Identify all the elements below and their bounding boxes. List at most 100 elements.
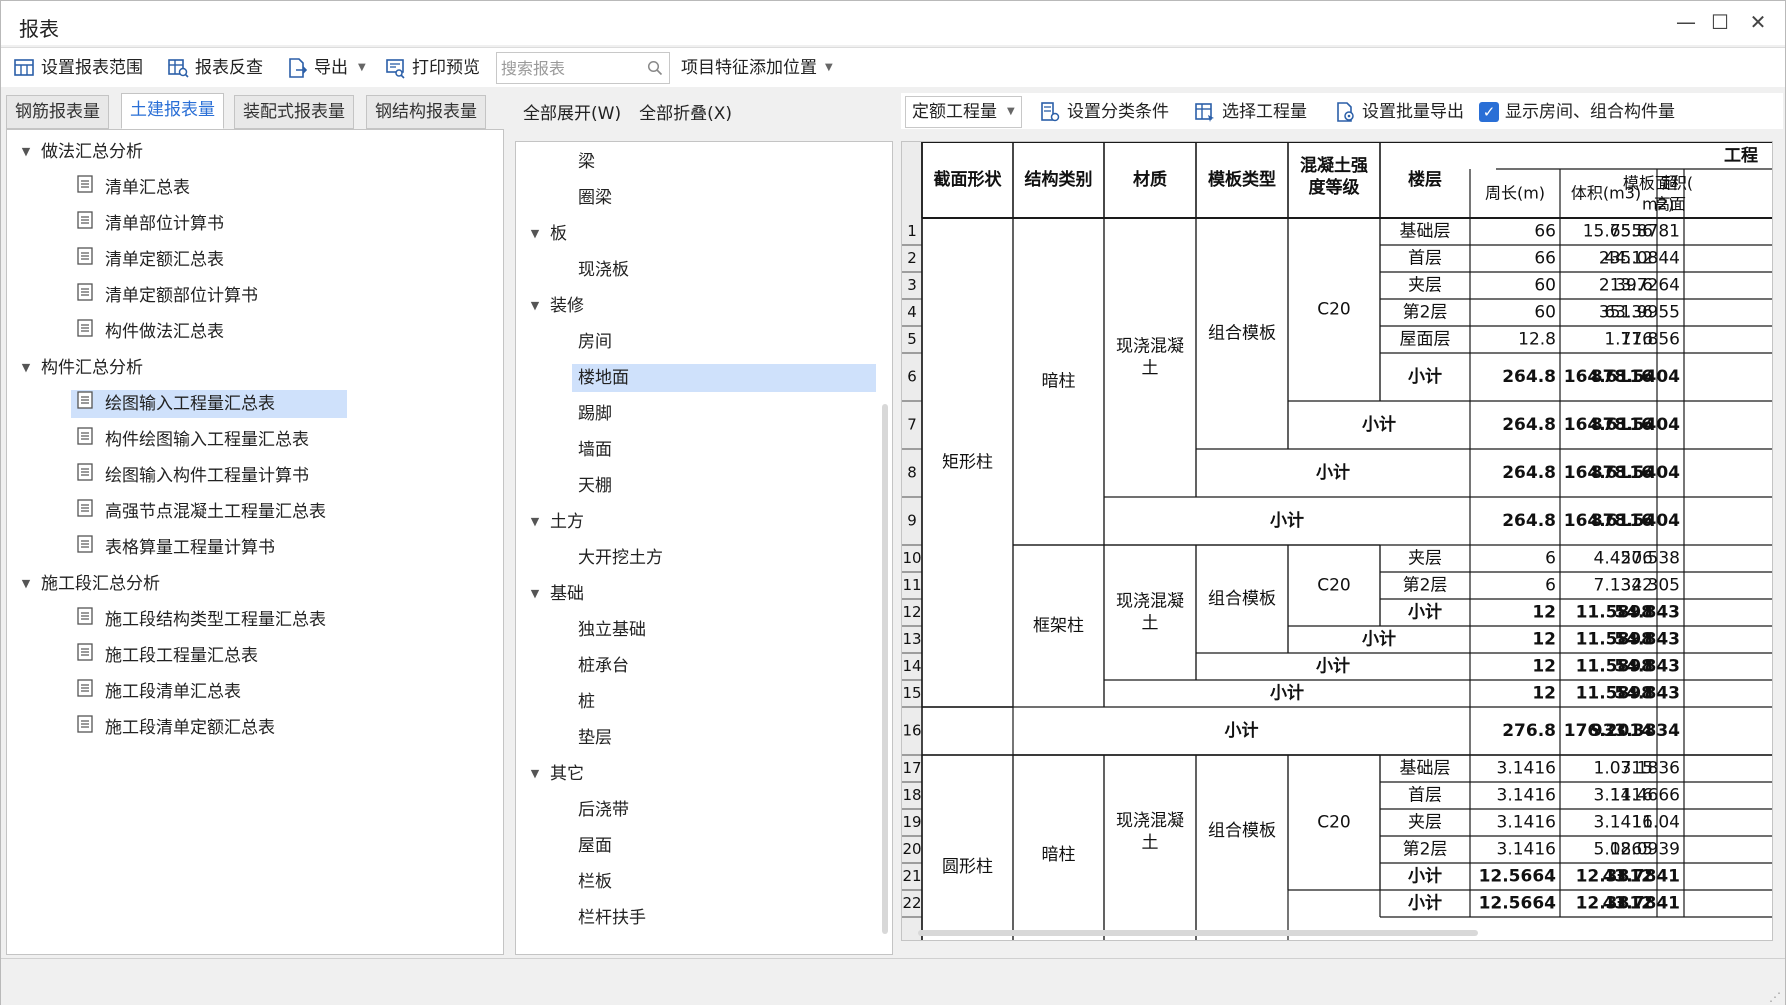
numeric-cell: 20.538 <box>1621 549 1680 569</box>
report-item[interactable]: 施工段清单汇总表 <box>71 678 247 706</box>
component-item[interactable]: 后浇带 <box>572 796 629 824</box>
component-item[interactable]: 梁 <box>572 148 595 176</box>
numeric-cell: 34.305 <box>1621 576 1680 596</box>
tree-item-label: 垫层 <box>578 728 612 748</box>
report-item[interactable]: 清单定额汇总表 <box>71 246 230 274</box>
report-item[interactable]: 施工段结构类型工程量汇总表 <box>71 606 332 634</box>
report-item[interactable]: 绘图输入构件工程量计算书 <box>71 462 315 490</box>
select-table-icon <box>1195 103 1214 122</box>
report-group[interactable]: ▼施工段汇总分析 <box>19 570 160 598</box>
report-search-box[interactable] <box>496 52 670 84</box>
print-preview-button[interactable]: 打印预览 <box>384 54 480 82</box>
expand-all-button[interactable]: 全部展开(W) <box>523 103 622 124</box>
tree-item-label: 构件做法汇总表 <box>105 322 224 342</box>
report-item[interactable]: 施工段工程量汇总表 <box>71 642 264 670</box>
collapse-arrow-icon[interactable]: ▼ <box>530 767 540 780</box>
component-item[interactable]: 栏板 <box>572 868 612 896</box>
tab-civil[interactable]: 土建报表量 <box>121 93 224 129</box>
grid-horizontal-scrollbar[interactable] <box>918 930 1478 936</box>
tab-rebar[interactable]: 钢筋报表量 <box>6 95 109 129</box>
numeric-cell: 878.5404 <box>1591 367 1680 387</box>
report-item[interactable]: 施工段清单定额汇总表 <box>71 714 281 742</box>
numeric-cell: 11.5898 <box>1576 603 1653 623</box>
component-group[interactable]: ▼板 <box>528 220 567 248</box>
middle-toolbar: 全部展开(W) 全部折叠(X) <box>515 93 893 129</box>
show-rooms-checkbox[interactable]: ✓ 显示房间、组合构件量 <box>1479 98 1675 126</box>
component-item[interactable]: 圈梁 <box>572 184 612 212</box>
collapse-arrow-icon[interactable]: ▼ <box>21 361 31 374</box>
numeric-cell: 44.12 <box>1604 249 1653 269</box>
component-item[interactable]: 垫层 <box>572 724 612 752</box>
component-item[interactable]: 天棚 <box>572 472 612 500</box>
collapse-arrow-icon[interactable]: ▼ <box>530 587 540 600</box>
component-group[interactable]: ▼装修 <box>528 292 584 320</box>
component-group[interactable]: ▼其它 <box>528 760 584 788</box>
grid-toolbar: 定额工程量 ▼ 设置分类条件 选择工程量 设置批量导出 ✓ 显示房间、组合构件量 <box>901 93 1783 129</box>
merged-cell-formwork: 组合模板 <box>1208 589 1276 609</box>
numeric-cell: 54.843 <box>1614 630 1680 650</box>
component-item[interactable]: 桩承台 <box>572 652 629 680</box>
component-item[interactable]: 墙面 <box>572 436 612 464</box>
report-item[interactable]: 清单汇总表 <box>71 174 196 202</box>
component-group[interactable]: ▼土方 <box>528 508 584 536</box>
collapse-arrow-icon[interactable]: ▼ <box>530 227 540 240</box>
minimize-icon[interactable]: — <box>1676 10 1696 34</box>
numeric-cell: 3.1416 <box>1594 786 1653 806</box>
component-item[interactable]: 栏杆扶手 <box>572 904 646 932</box>
report-group[interactable]: ▼做法汇总分析 <box>19 138 143 166</box>
component-item[interactable]: 桩 <box>572 688 595 716</box>
report-item[interactable]: 高强节点混凝土工程量汇总表 <box>71 498 332 526</box>
report-item[interactable]: 绘图输入工程量汇总表 <box>71 390 347 418</box>
component-item[interactable]: 大开挖土方 <box>572 544 663 572</box>
row-number: 4 <box>907 303 917 321</box>
component-item[interactable]: 踢脚 <box>572 400 612 428</box>
tree-item-label: 绘图输入构件工程量计算书 <box>105 466 309 486</box>
floor-cell: 第2层 <box>1403 840 1448 860</box>
checkbox-checked-icon[interactable]: ✓ <box>1479 102 1499 122</box>
column-header: 模板类型 <box>1208 169 1276 190</box>
report-item[interactable]: 构件绘图输入工程量汇总表 <box>71 426 315 454</box>
component-item[interactable]: 独立基础 <box>572 616 646 644</box>
report-item[interactable]: 表格算量工程量计算书 <box>71 534 281 562</box>
select-quantity-button[interactable]: 选择工程量 <box>1194 98 1307 126</box>
component-item[interactable]: 现浇板 <box>572 256 629 284</box>
numeric-cell: 3.1416 <box>1497 759 1556 779</box>
maximize-icon[interactable]: ☐ <box>1711 10 1729 34</box>
component-item[interactable]: 楼地面 <box>572 364 876 392</box>
quantity-type-select[interactable]: 定额工程量 ▼ <box>905 96 1022 128</box>
tab-prefab[interactable]: 装配式报表量 <box>234 95 354 129</box>
resize-grip-icon[interactable]: ⋰ <box>1769 990 1781 1004</box>
feature-position-dropdown[interactable]: 项目特征添加位置 ▼ <box>681 54 833 82</box>
report-search-input[interactable] <box>497 53 637 83</box>
grid-background <box>902 142 1772 940</box>
component-item[interactable]: 房间 <box>572 328 612 356</box>
report-grid[interactable]: 截面形状结构类别材质模板类型混凝土强度等级楼层工程周长(m)体积(m3)模板面积… <box>901 141 1773 941</box>
tab-steel[interactable]: 钢结构报表量 <box>366 95 486 129</box>
close-icon[interactable]: ✕ <box>1749 10 1767 34</box>
set-category-button[interactable]: 设置分类条件 <box>1039 98 1169 126</box>
report-group[interactable]: ▼构件汇总分析 <box>19 354 143 382</box>
collapse-arrow-icon[interactable]: ▼ <box>530 299 540 312</box>
component-group[interactable]: ▼基础 <box>528 580 584 608</box>
reverse-lookup-button[interactable]: 报表反查 <box>167 54 263 82</box>
report-item[interactable]: 清单部位计算书 <box>71 210 230 238</box>
report-item[interactable]: 清单定额部位计算书 <box>71 282 264 310</box>
report-item[interactable]: 构件做法汇总表 <box>71 318 230 346</box>
numeric-cell: 39.6 <box>1615 276 1653 296</box>
row-number: 18 <box>902 786 921 804</box>
search-icon[interactable] <box>647 60 663 76</box>
tree-item-label: 表格算量工程量计算书 <box>105 538 275 558</box>
export-dropdown-icon[interactable]: ▼ <box>358 62 366 73</box>
export-button[interactable]: 导出 ▼ <box>286 54 366 82</box>
set-range-button[interactable]: 设置报表范围 <box>13 54 143 82</box>
middle-scrollbar[interactable] <box>882 404 888 934</box>
numeric-cell: 12 <box>1532 657 1556 677</box>
collapse-all-button[interactable]: 全部折叠(X) <box>639 103 732 124</box>
component-item[interactable]: 屋面 <box>572 832 612 860</box>
main-toolbar: 设置报表范围 报表反查 导出 ▼ 打印预览 项目特征添加位置 ▼ <box>1 47 1785 87</box>
collapse-arrow-icon[interactable]: ▼ <box>21 577 31 590</box>
collapse-arrow-icon[interactable]: ▼ <box>530 515 540 528</box>
numeric-cell: 3.1416 <box>1497 786 1556 806</box>
batch-export-button[interactable]: 设置批量导出 <box>1334 98 1464 126</box>
collapse-arrow-icon[interactable]: ▼ <box>21 145 31 158</box>
